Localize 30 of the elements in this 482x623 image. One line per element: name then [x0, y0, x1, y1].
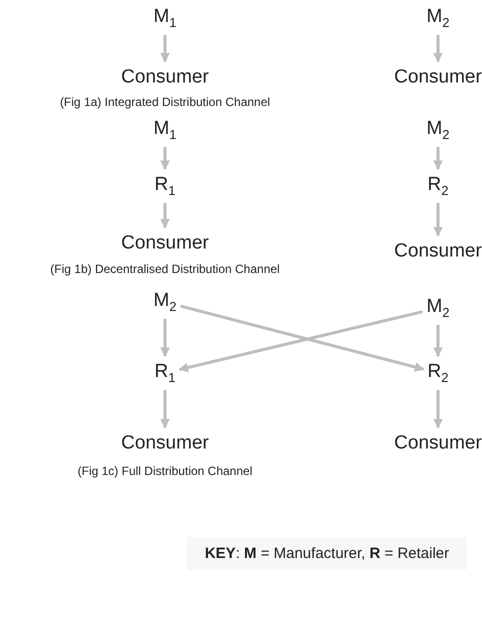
- node-label: Consumer: [390, 428, 482, 458]
- node-label: M$_{1}$: [149, 1, 181, 35]
- figure-caption: (Fig 1a) Integrated Distribution Channel: [60, 95, 270, 109]
- node-label: R$_{2}$: [424, 356, 452, 390]
- node-label: M$_{2}$: [422, 291, 454, 325]
- arrow: [433, 34, 443, 62]
- arrow: [433, 324, 443, 358]
- arrow: [160, 390, 170, 428]
- arrow: [433, 146, 443, 170]
- node-label: R$_{2}$: [424, 169, 452, 203]
- node-label: M$_{2}$: [149, 285, 181, 319]
- arrow: [160, 318, 170, 358]
- node-label: Consumer: [117, 228, 213, 258]
- arrow: [433, 390, 443, 428]
- node-label: M$_{1}$: [149, 113, 181, 147]
- figure-caption: (Fig 1b) Decentralised Distribution Channel: [50, 262, 280, 276]
- node-label: Consumer: [117, 428, 213, 458]
- node-label: Consumer: [117, 62, 213, 92]
- key-note: KEY: M = Manufacturer, R = Retailer: [186, 537, 468, 570]
- arrow: [160, 202, 170, 228]
- arrow: [160, 146, 170, 170]
- node-label: Consumer: [390, 62, 482, 92]
- node-label: R$_{1}$: [150, 169, 180, 203]
- node-label: Consumer: [390, 236, 482, 266]
- node-label: M$_{2}$: [422, 1, 454, 35]
- figure-caption: (Fig 1c) Full Distribution Channel: [78, 464, 252, 478]
- arrow: [433, 202, 443, 236]
- node-label: M$_{2}$: [422, 113, 454, 147]
- node-label: R$_{1}$: [150, 356, 180, 390]
- arrow: [160, 34, 170, 62]
